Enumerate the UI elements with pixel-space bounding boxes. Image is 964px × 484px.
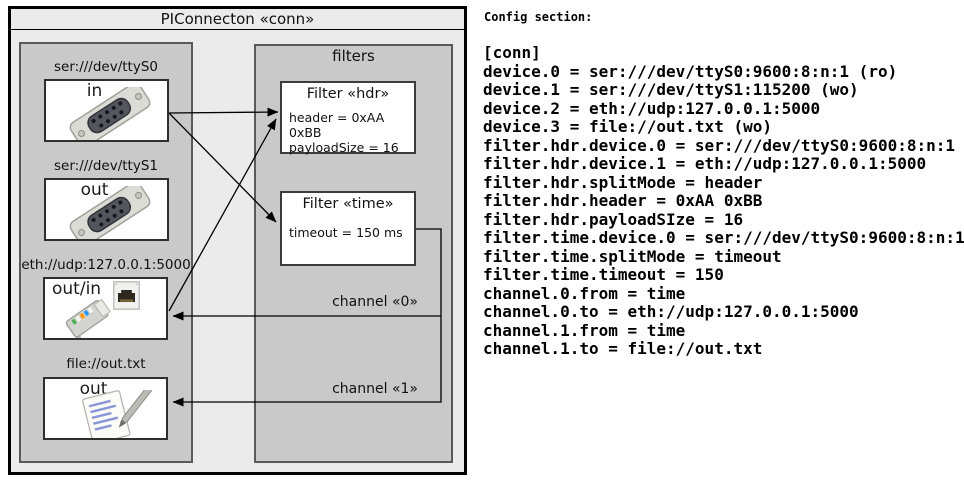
ethernet-plug-icon	[65, 298, 111, 338]
device-label-file: file://out.txt	[66, 356, 146, 372]
ethernet-port-icon	[113, 281, 140, 310]
channel-1-label: channel «1»	[332, 381, 418, 397]
device-box-eth: out/in	[43, 277, 168, 340]
filter-hdr-prop-payload: payloadSize = 16	[289, 140, 399, 155]
filter-hdr-title: Filter «hdr»	[306, 86, 390, 102]
filters-group-title: filters	[332, 47, 375, 65]
device-box-ttys0: in	[44, 79, 169, 142]
channel-0-label: channel «0»	[332, 294, 418, 310]
config-section-text: [conn] device.0 = ser:///dev/ttyS0:9600:…	[483, 43, 964, 358]
notepad-icon	[82, 390, 153, 438]
device-box-file: out	[43, 377, 168, 440]
device-label-ttys0: ser:///dev/ttyS0	[54, 59, 158, 75]
filter-time-title: Filter «time»	[302, 196, 394, 212]
filter-time-box: Filter «time» timeout = 150 ms	[280, 191, 416, 266]
device-direction: out	[79, 379, 108, 399]
device-box-ttys1: out	[44, 178, 169, 241]
serial-connector-icon	[69, 186, 151, 239]
device-direction: in	[86, 81, 103, 101]
serial-connector-icon	[69, 87, 151, 140]
filter-time-prop-timeout: timeout = 150 ms	[289, 225, 403, 240]
filter-hdr-prop-header: header = 0xAA 0xBB	[289, 110, 385, 140]
config-section-heading: Config section:	[484, 10, 593, 24]
device-label-eth: eth://udp:127.0.0.1:5000	[21, 257, 191, 273]
device-direction: out/in	[52, 279, 102, 299]
diagram-title: PIConnecton «conn»	[11, 9, 464, 30]
device-direction: out	[80, 180, 109, 200]
device-label-ttys1: ser:///dev/ttyS1	[54, 158, 158, 174]
filter-hdr-box: Filter «hdr» header = 0xAA 0xBB payloadS…	[280, 81, 416, 155]
